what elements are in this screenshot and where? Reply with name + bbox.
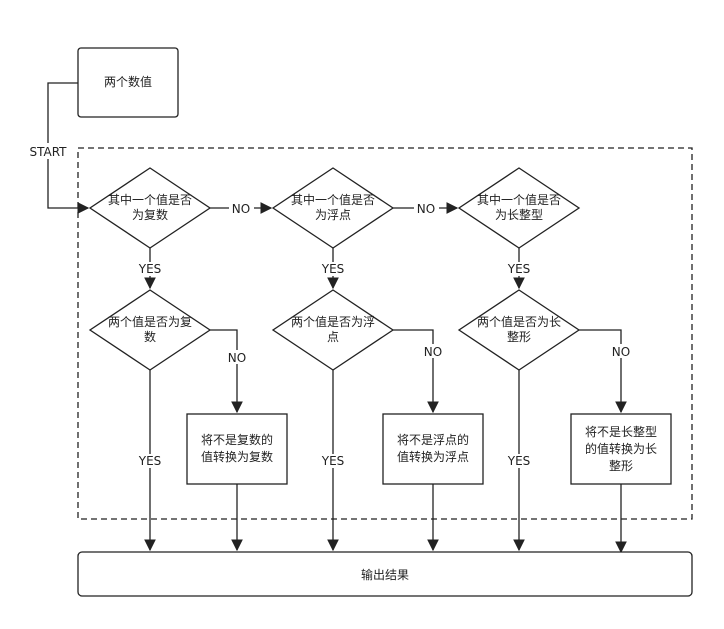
process-convert-float-line2: 值转换为浮点 — [397, 449, 469, 464]
output-box — [77, 551, 693, 597]
process-convert-complex — [186, 413, 288, 485]
process-convert-long-line3: 整形 — [609, 458, 633, 473]
decision-is-float-line2: 为浮点 — [315, 208, 351, 222]
edge-label-no-3: NO — [228, 351, 246, 365]
decision-both-long-line1: 两个值是否为长 — [477, 314, 561, 329]
decision-both-float-line1: 两个值是否为浮 — [291, 314, 375, 329]
decision-is-complex-line1: 其中一个值是否 — [108, 192, 192, 207]
edge-label-yes-4: YES — [138, 454, 162, 468]
edge-label-yes-3: YES — [507, 262, 531, 276]
process-convert-complex-line1: 将不是复数的 — [201, 432, 273, 447]
process-convert-float-line1: 将不是浮点的 — [397, 432, 469, 447]
decision-both-complex-line2: 数 — [144, 329, 156, 344]
decision-is-complex-line2: 为复数 — [132, 207, 168, 222]
edge-label-no-1: NO — [232, 202, 250, 216]
decision-both-complex-line1: 两个值是否为复 — [108, 314, 192, 329]
decision-is-long-line2: 为长整型 — [495, 207, 543, 222]
process-convert-long-line1: 将不是长整型 — [585, 424, 657, 439]
edge-label-no-2: NO — [417, 202, 435, 216]
process-convert-long-line2: 的值转换为长 — [585, 441, 657, 456]
process-convert-float — [382, 413, 484, 485]
start-label: START — [29, 145, 67, 159]
edge-label-yes-1: YES — [138, 262, 162, 276]
process-convert-complex-line2: 值转换为复数 — [201, 449, 273, 464]
output-box-label: 输出结果 — [361, 567, 409, 582]
decision-both-float-line2: 点 — [327, 330, 339, 344]
arrow-no-both-float — [393, 329, 439, 414]
edge-label-no-4: NO — [424, 345, 442, 359]
edge-label-yes-5: YES — [321, 454, 345, 468]
arrow-no-both-complex — [210, 329, 243, 414]
edge-label-yes-2: YES — [321, 262, 345, 276]
decision-is-float-line1: 其中一个值是否 — [291, 192, 375, 207]
edge-label-no-5: NO — [612, 345, 630, 359]
start-box-label: 两个数值 — [104, 74, 152, 89]
dashed-group-border — [77, 147, 693, 520]
arrow-no-both-long — [579, 329, 627, 414]
edge-label-yes-6: YES — [507, 454, 531, 468]
decision-is-long-line1: 其中一个值是否 — [477, 192, 561, 207]
decision-both-long-line2: 整形 — [507, 329, 531, 344]
